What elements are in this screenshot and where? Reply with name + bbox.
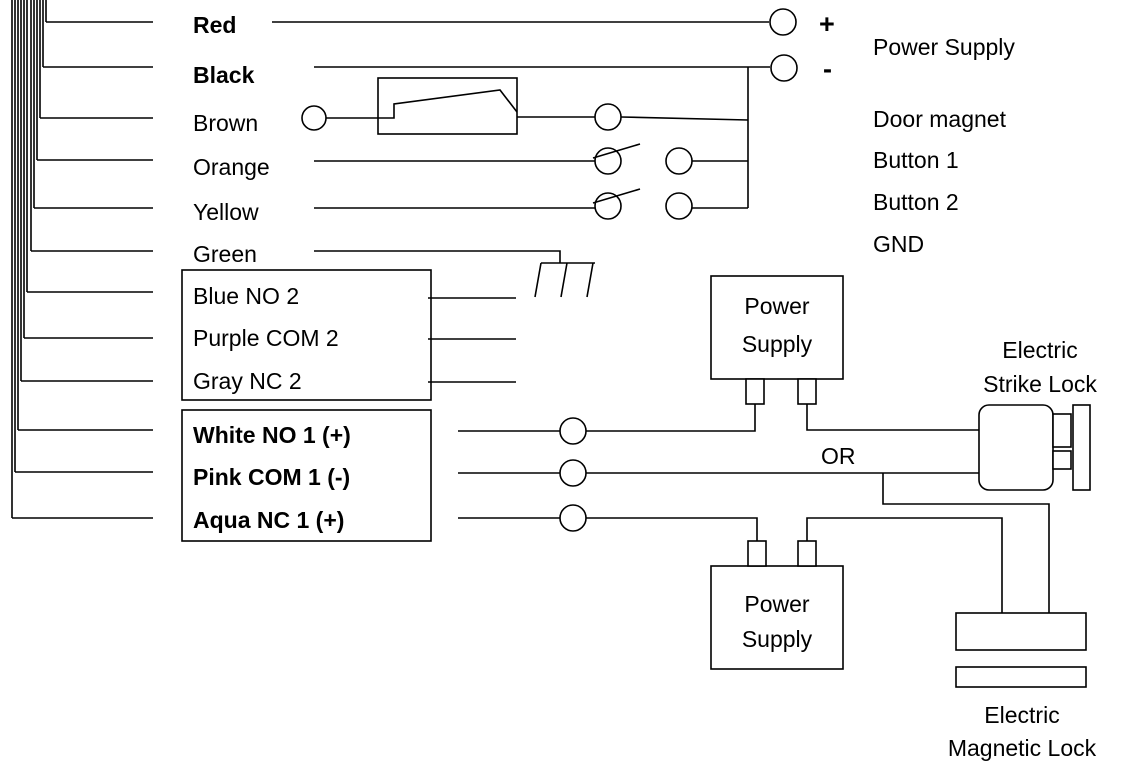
maglock-label-1: Electric xyxy=(984,702,1059,728)
brown-terminal xyxy=(301,105,327,131)
power-supply-lower-label-1: Power xyxy=(744,591,810,617)
relay1-terminal-box xyxy=(181,409,432,542)
function-door-magnet: Door magnet xyxy=(873,106,1007,132)
upper-supply-to-strike xyxy=(806,404,979,431)
wire-label-aqua-nc1: Aqua NC 1 (+) xyxy=(193,507,344,533)
minus-sign: - xyxy=(823,54,832,84)
door-magnet-switch-box xyxy=(377,77,518,135)
or-label: OR xyxy=(821,443,856,469)
button1-terminal-a xyxy=(594,147,622,175)
maglock-label-2: Magnetic Lock xyxy=(948,735,1097,761)
strike-lock-label-2: Strike Lock xyxy=(983,371,1097,397)
wire-label-yellow: Yellow xyxy=(193,199,259,225)
cable-bundle xyxy=(11,0,47,518)
wire-label-pink-com1: Pink COM 1 (-) xyxy=(193,464,350,490)
white-no1-terminal xyxy=(559,417,587,445)
wire-label-blue-no2: Blue NO 2 xyxy=(193,283,299,309)
button2-terminal-a xyxy=(594,192,622,220)
strike-lock-plate xyxy=(1072,404,1091,491)
door-magnet-terminal xyxy=(594,103,622,131)
button1-contact xyxy=(592,143,641,159)
power-supply-lower-pin-b xyxy=(797,540,817,567)
power-supply-upper-label-1: Power xyxy=(744,293,810,319)
wire-branches xyxy=(12,21,153,519)
relay2-terminal-box xyxy=(181,269,432,401)
strike-lock-body xyxy=(978,404,1054,491)
wire-label-brown: Brown xyxy=(193,110,258,136)
green-wire xyxy=(314,250,561,263)
aqua-nc1-terminal xyxy=(559,504,587,532)
pink-com1-to-maglock xyxy=(882,473,1050,613)
wire-label-orange: Orange xyxy=(193,154,270,180)
power-supply-upper-pin-b xyxy=(797,378,817,405)
aqua-nc1-to-supply xyxy=(586,517,758,541)
strike-lock-tongue-bottom xyxy=(1052,450,1072,470)
ground-symbol xyxy=(534,262,595,298)
door-magnet-return xyxy=(620,116,749,121)
function-button2: Button 2 xyxy=(873,189,959,215)
wire-label-purple-com2: Purple COM 2 xyxy=(193,325,339,351)
lower-supply-to-maglock xyxy=(806,517,1003,613)
strike-lock-label-1: Electric xyxy=(1002,337,1077,363)
door-magnet-contact xyxy=(378,89,518,119)
power-supply-upper-label-2: Supply xyxy=(742,331,813,357)
white-no1-to-supply xyxy=(586,404,756,432)
plus-terminal xyxy=(769,8,797,36)
function-button1: Button 1 xyxy=(873,147,959,173)
wire-label-red: Red xyxy=(193,12,236,38)
strike-lock-tongue-top xyxy=(1052,413,1072,448)
maglock-body xyxy=(955,612,1087,651)
function-gnd: GND xyxy=(873,231,924,257)
wire-label-gray-nc2: Gray NC 2 xyxy=(193,368,302,394)
wire-label-black: Black xyxy=(193,62,255,88)
power-supply-lower-label-2: Supply xyxy=(742,626,813,652)
button2-contact xyxy=(592,188,641,204)
minus-terminal xyxy=(770,54,798,82)
function-power-supply: Power Supply xyxy=(873,34,1015,60)
wire-label-white-no1: White NO 1 (+) xyxy=(193,422,351,448)
wire-label-green: Green xyxy=(193,241,257,267)
power-supply-upper xyxy=(710,275,844,380)
power-supply-lower-pin-a xyxy=(747,540,767,567)
button2-terminal-b xyxy=(665,192,693,220)
power-supply-upper-pin-a xyxy=(745,378,765,405)
plus-sign: + xyxy=(819,9,835,39)
power-supply-lower xyxy=(710,565,844,670)
maglock-armature xyxy=(955,666,1087,688)
button1-terminal-b xyxy=(665,147,693,175)
pink-com1-terminal xyxy=(559,459,587,487)
